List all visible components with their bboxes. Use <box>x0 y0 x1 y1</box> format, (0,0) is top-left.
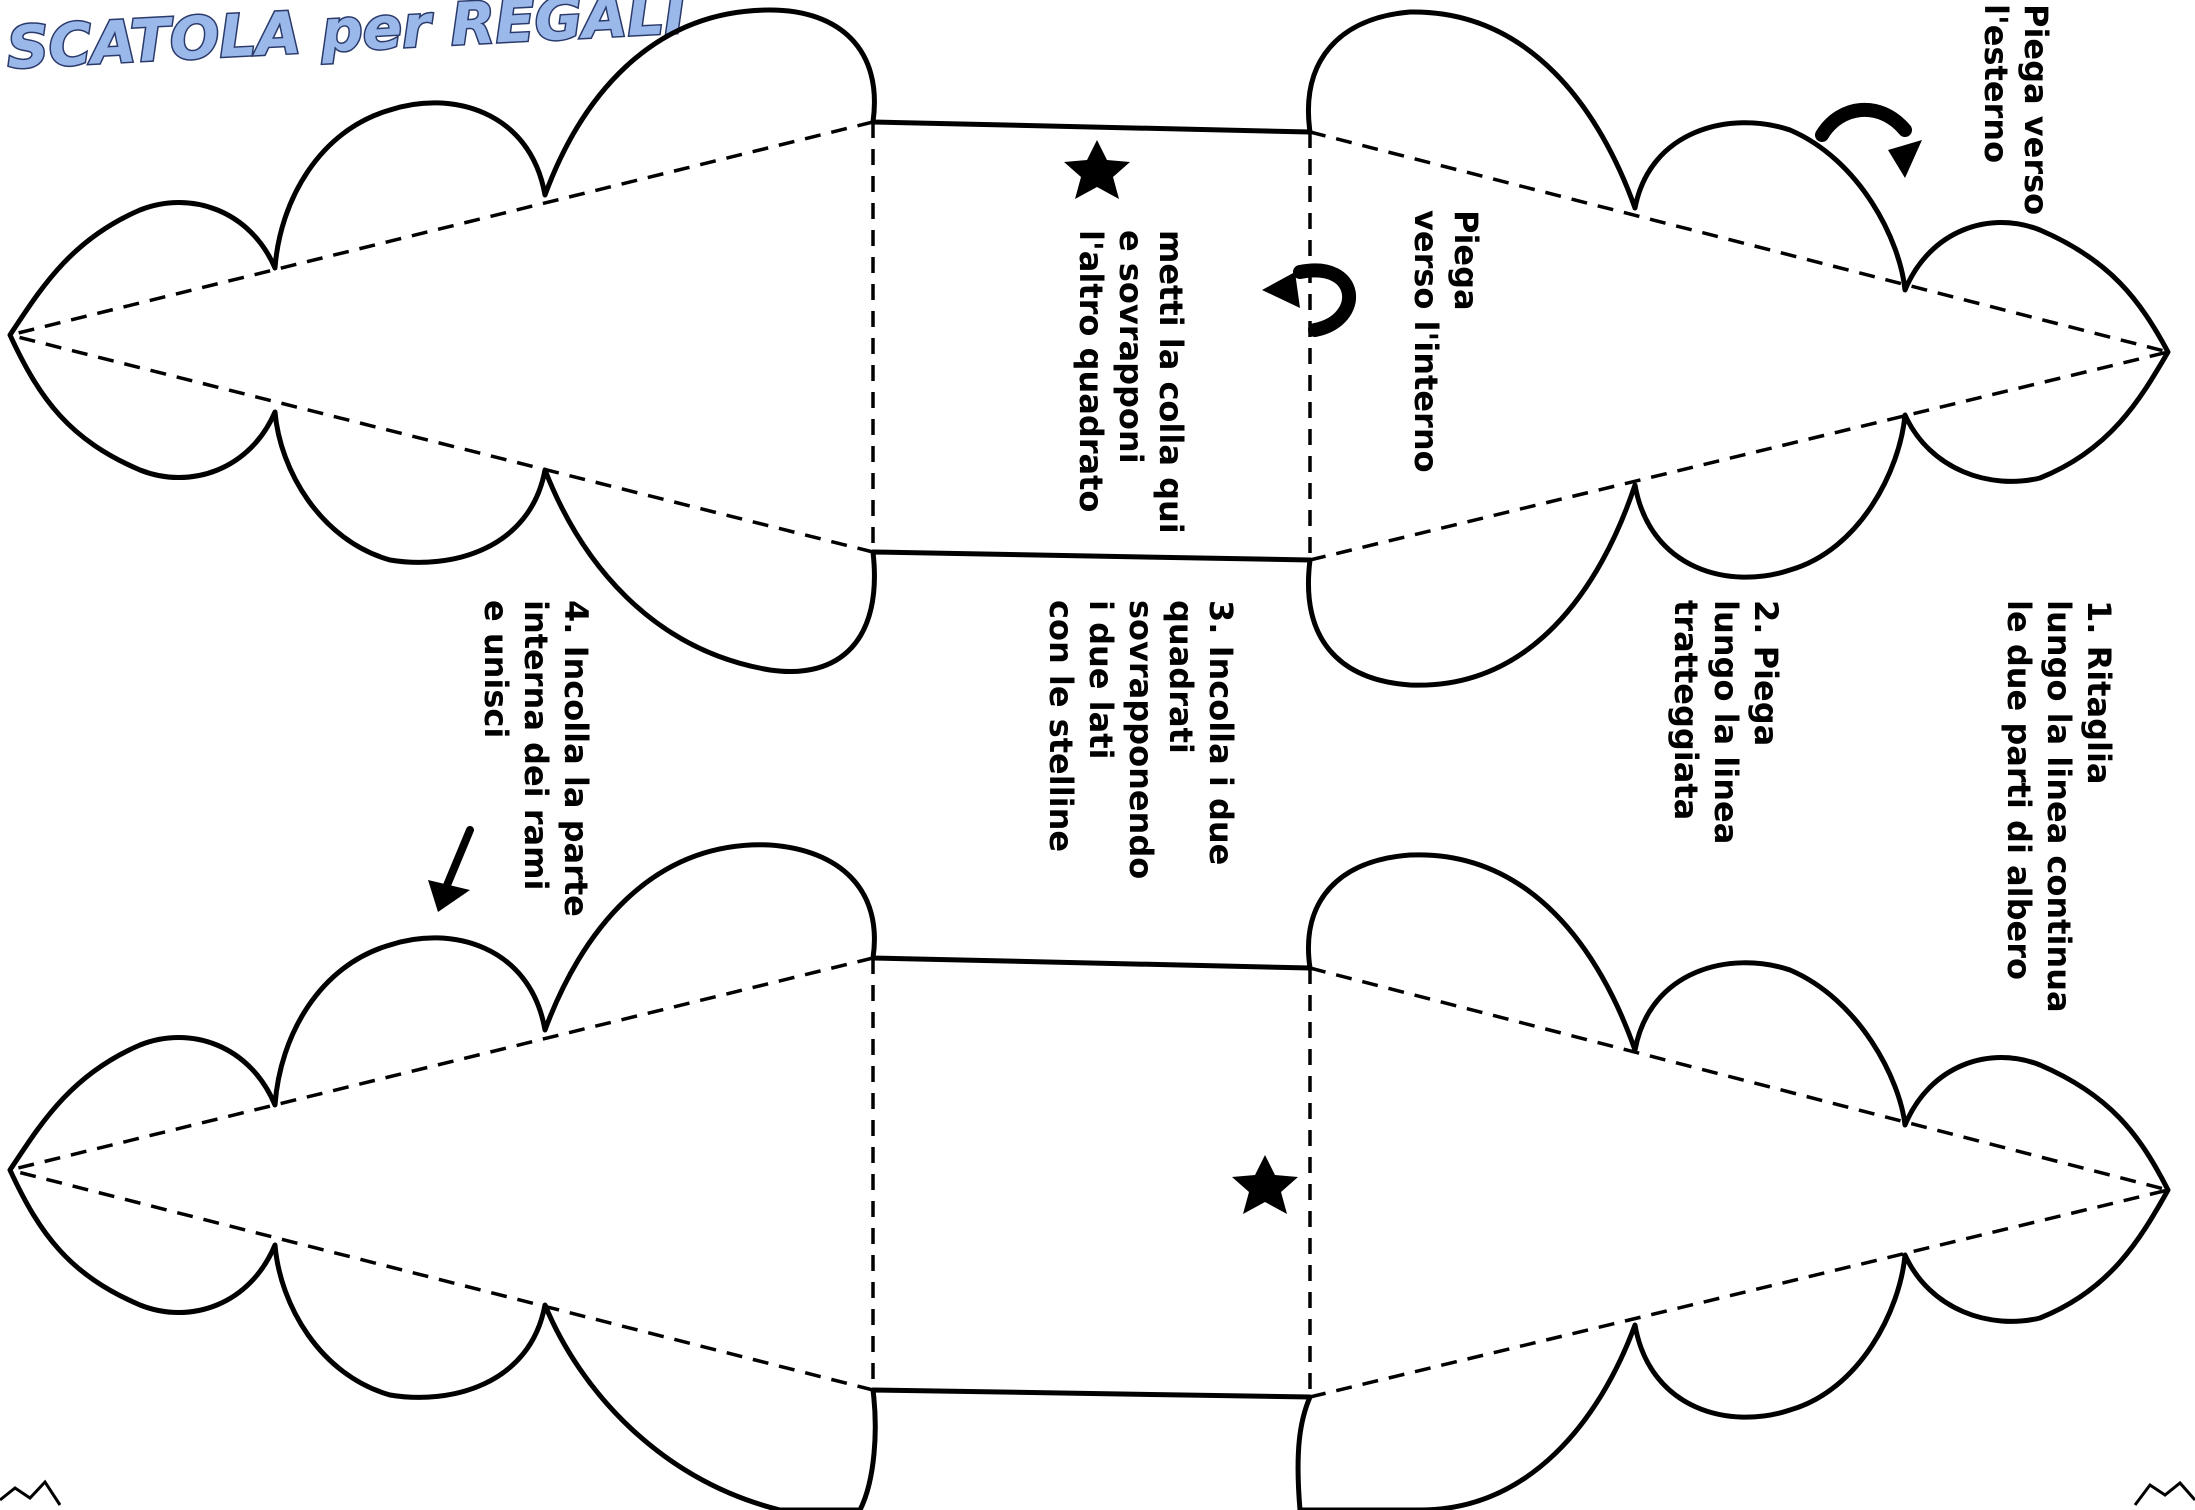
star-icon <box>1232 1155 1298 1214</box>
fold-line <box>1309 350 2169 562</box>
corner-doodle <box>2133 1480 2195 1506</box>
step-3-text: 3. Incolla i due quadrati sovrapponendo … <box>1042 600 1240 890</box>
fold-line <box>9 1168 874 1392</box>
step-1-text: 1. Ritaglia lungo la linea continua le d… <box>2000 600 2118 1024</box>
star-icon <box>1064 140 1130 199</box>
step-4-text: 4. Incolla la parte interna dei rami e u… <box>477 600 595 928</box>
fold-line <box>9 120 874 337</box>
glue-note: metti la colla qui e sovrapponi l'altro … <box>1072 230 1190 545</box>
tree-template-bottom <box>7 842 2171 1510</box>
fold-line <box>9 333 874 554</box>
corner-doodle <box>0 1479 62 1506</box>
fold-line <box>9 956 874 1172</box>
fold-inward-label: Piega verso l'interno <box>1407 210 1485 473</box>
arrow-icon <box>428 826 474 912</box>
step-2-text: 2. Piega lungo la linea tratteggiata <box>1667 600 1785 855</box>
cut-outline-bottom <box>7 842 2171 1510</box>
curved-arrow-icon <box>1815 102 1922 178</box>
fold-outward-label: Piega verso l'esterno <box>1977 4 2055 226</box>
tree-template-top <box>7 7 2171 688</box>
fold-line <box>1309 130 2169 354</box>
curved-arrow-icon <box>1262 263 1356 337</box>
fold-line <box>1309 1188 2169 1399</box>
page-title: SCATOLA per REGALI <box>5 0 687 82</box>
fold-line <box>1309 966 2169 1192</box>
